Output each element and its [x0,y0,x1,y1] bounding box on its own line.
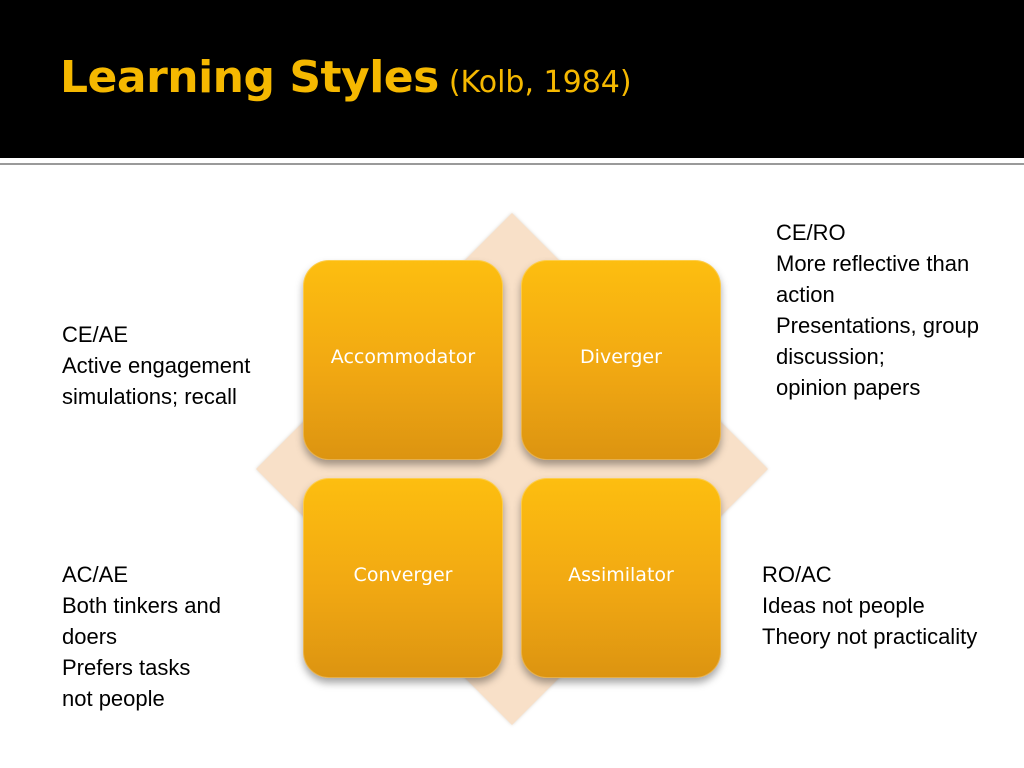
quadrant-assimilator: Assimilator [521,478,721,678]
note-line: action [776,282,835,307]
note-line: CE/AE [62,322,129,347]
note-line: discussion; [776,344,885,369]
quadrant-converger: Converger [303,478,503,678]
title-citation: (Kolb, 1984) [448,65,632,100]
note-line: opinion papers [776,375,921,400]
note-line: Presentations, group [776,313,980,338]
quadrant-label: Converger [353,564,453,586]
note-line: CE/RO [776,220,846,245]
quadrant-label: Diverger [580,346,662,368]
title-main: Learning Styles [60,52,439,103]
note-ce-ro: CE/RO More reflective than action Presen… [776,217,979,403]
note-line: simulations; recall [62,384,237,409]
note-line: Both tinkers and [62,593,221,618]
note-line: Ideas not people [762,593,925,618]
note-line: not people [62,686,165,711]
quadrant-accommodator: Accommodator [303,260,503,460]
title-bar [0,0,1024,158]
note-line: Active engagement [62,353,251,378]
header-divider-shadow [0,163,1024,165]
note-line: AC/AE [62,562,129,587]
quadrant-diverger: Diverger [521,260,721,460]
note-line: More reflective than [776,251,970,276]
note-ro-ac: RO/AC Ideas not people Theory not practi… [762,559,977,652]
header-divider [0,158,1024,161]
slide-title: Learning Styles(Kolb, 1984) [60,56,632,100]
note-line: doers [62,624,118,649]
note-ce-ae: CE/AE Active engagement simulations; rec… [62,319,250,412]
note-line: Prefers tasks [62,655,191,680]
note-ac-ae: AC/AE Both tinkers and doers Prefers tas… [62,559,221,714]
quadrant-label: Accommodator [330,346,476,368]
quadrant-label: Assimilator [568,564,674,586]
note-line: Theory not practicality [762,624,978,649]
note-line: RO/AC [762,562,832,587]
